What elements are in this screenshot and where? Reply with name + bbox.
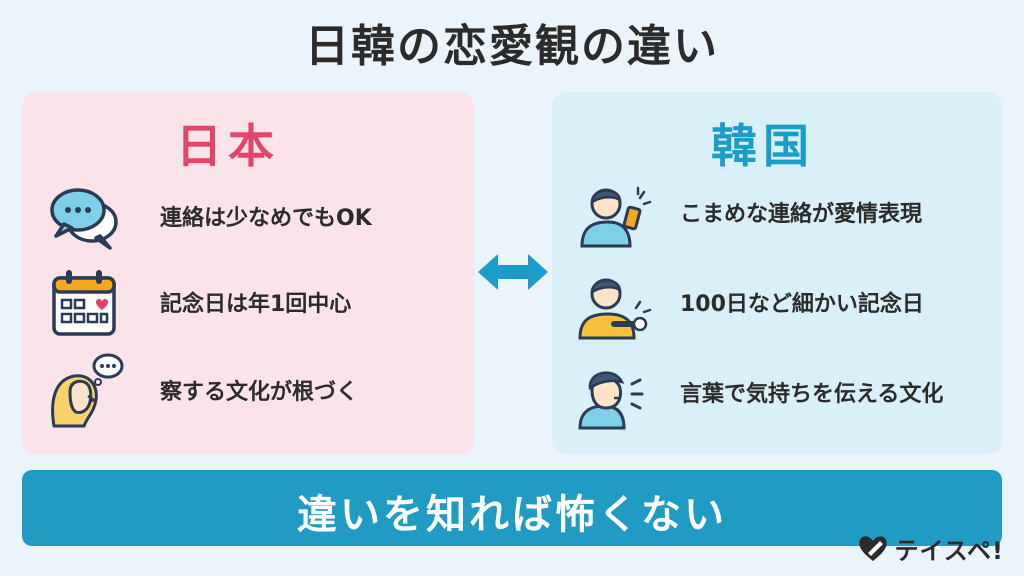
japan-item-culture: 察する文化が根づく <box>22 352 474 432</box>
man-speaking-icon <box>574 354 654 434</box>
korea-panel: 韓国 こまめな連絡が愛情表現 100日など細かい記念日 <box>552 92 1002 454</box>
banner-text: 違いを知れば怖くない <box>297 492 727 538</box>
page-title: 日韓の恋愛観の違い <box>305 21 719 72</box>
thinking-woman-icon <box>44 352 124 432</box>
korea-item-text: 言葉で気持ちを伝える文化 <box>680 382 944 407</box>
korea-item-anniversary: 100日など細かい記念日 <box>552 264 1002 344</box>
japan-item-text: 察する文化が根づく <box>160 380 359 405</box>
japan-panel: 日本 連絡は少なめでもOK <box>22 92 474 454</box>
japan-heading: 日本 <box>176 119 280 173</box>
calendar-heart-icon <box>44 264 124 344</box>
conclusion-banner: 違いを知れば怖くない <box>22 470 1002 546</box>
korea-item-text: こまめな連絡が愛情表現 <box>680 202 923 227</box>
korea-item-culture: 言葉で気持ちを伝える文化 <box>552 354 1002 434</box>
brand-name: テイスペ! <box>894 536 1004 565</box>
man-texting-icon <box>574 174 654 254</box>
japan-item-anniversary: 記念日は年1回中心 <box>22 264 474 344</box>
japan-item-text: 連絡は少なめでもOK <box>160 206 372 231</box>
brand-logo: テイスペ! <box>856 530 1004 566</box>
korea-item-contact: こまめな連絡が愛情表現 <box>552 174 1002 254</box>
korea-item-text: 100日など細かい記念日 <box>680 292 924 317</box>
japan-item-text: 記念日は年1回中心 <box>160 292 352 317</box>
man-checking-watch-icon <box>574 264 654 344</box>
japan-item-contact: 連絡は少なめでもOK <box>22 178 474 258</box>
double-arrow-icon <box>474 246 552 298</box>
korea-heading: 韓国 <box>711 119 815 173</box>
speech-bubbles-icon <box>44 178 124 258</box>
heart-pen-logo-icon <box>856 531 890 565</box>
